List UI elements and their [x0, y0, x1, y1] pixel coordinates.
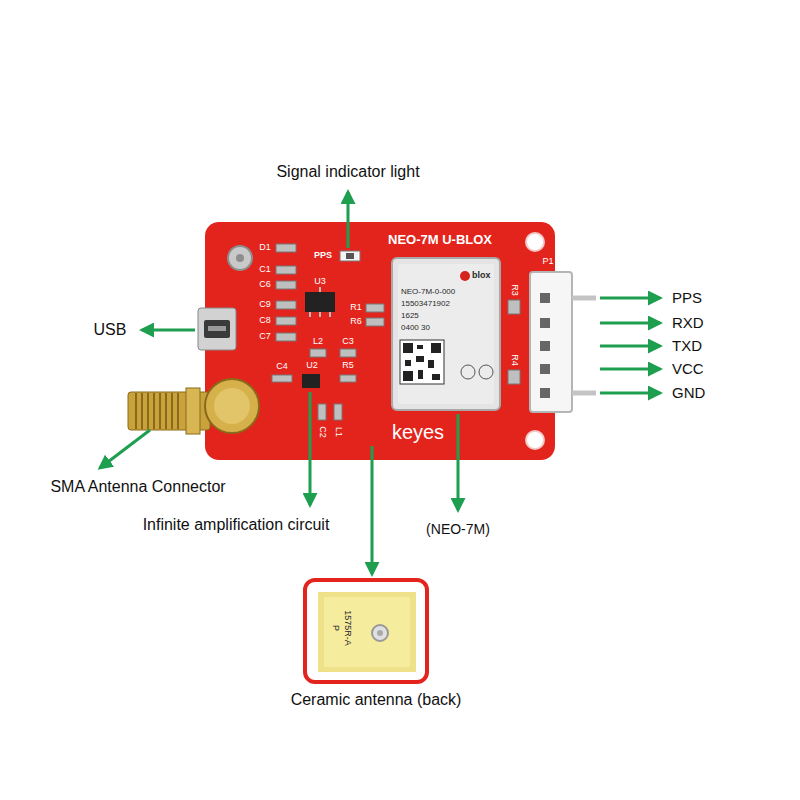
- usb-port: [198, 308, 236, 350]
- chip-marking: NEO-7M-0-000: [401, 288, 455, 297]
- silkscreen-label: C9: [259, 300, 271, 310]
- sma-connector: [128, 379, 259, 434]
- silkscreen-label: P1: [542, 257, 553, 267]
- pin-label: GND: [672, 385, 705, 402]
- chip-marking: 15503471902: [401, 300, 450, 309]
- silkscreen-label: R3: [509, 284, 519, 296]
- leader-arrows: [100, 192, 660, 574]
- silkscreen-label: C2: [317, 426, 327, 438]
- callout-label: Ceramic antenna (back): [291, 691, 462, 709]
- antenna-marking: P: [330, 625, 340, 631]
- pin-label: RXD: [672, 315, 704, 332]
- brand-label: keyes: [392, 421, 444, 443]
- callout-label: USB: [94, 321, 127, 339]
- callout-label: Infinite amplification circuit: [143, 516, 330, 534]
- silkscreen-label: C7: [259, 332, 271, 342]
- callout-label: Signal indicator light: [276, 163, 419, 181]
- silkscreen-label: R5: [342, 361, 354, 371]
- chip-marking: 0400 30: [401, 324, 430, 333]
- pcb-board: [205, 222, 555, 460]
- silkscreen-label: C1: [259, 265, 271, 275]
- chip-marking: 1625: [401, 312, 419, 321]
- silkscreen-label: C3: [342, 337, 354, 347]
- silkscreen-label: L2: [313, 337, 323, 347]
- led: [340, 251, 360, 261]
- callout-label: (NEO-7M): [426, 522, 490, 537]
- mount-hole: [526, 431, 544, 449]
- silkscreen-label: PPS: [314, 251, 332, 261]
- antenna-marking: 1575R-A: [342, 610, 352, 646]
- silkscreen-label: U3: [314, 277, 326, 287]
- ceramic-antenna: [305, 580, 427, 682]
- pin-header: [530, 272, 596, 412]
- silkscreen-label: U2: [306, 361, 318, 371]
- gps-module: [392, 258, 500, 410]
- silkscreen-label: L1: [333, 427, 343, 437]
- regulator-chip: [305, 292, 335, 312]
- silkscreen-label: NEO-7M U-BLOX: [388, 233, 492, 247]
- mount-hole: [526, 233, 544, 251]
- amplifier-chip: [302, 374, 320, 388]
- pin-label: VCC: [672, 361, 704, 378]
- silkscreen-label: D1: [259, 243, 271, 253]
- callout-label: SMA Antenna Connector: [50, 478, 225, 496]
- silkscreen-label: C8: [259, 316, 271, 326]
- chip-marking: blox: [472, 271, 491, 281]
- silkscreen-label: R6: [350, 317, 362, 327]
- silkscreen-label: R4: [509, 354, 519, 366]
- silkscreen-label: C4: [276, 362, 288, 372]
- silkscreen-label: C6: [259, 280, 271, 290]
- pin-label: TXD: [672, 338, 702, 355]
- pin-label: PPS: [672, 290, 702, 307]
- round-part: [228, 246, 252, 270]
- silkscreen-label: R1: [350, 303, 362, 313]
